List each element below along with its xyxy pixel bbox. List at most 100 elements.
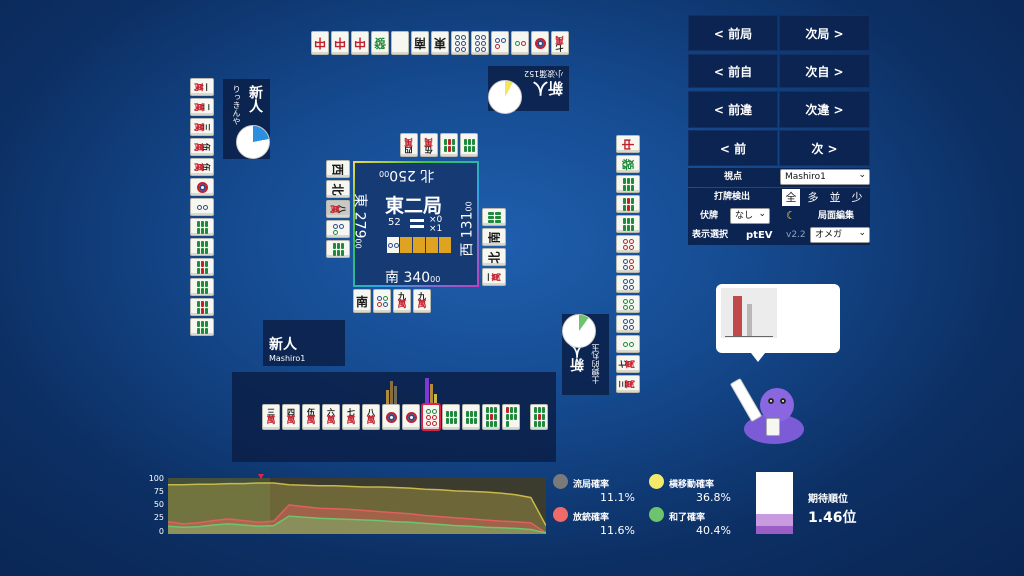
round-title: 東二局	[385, 195, 443, 217]
hand-tile-6man[interactable]: 六萬	[322, 404, 340, 430]
next-button[interactable]: 次 >	[779, 130, 870, 166]
hand-tile-5man[interactable]: 伍萬	[302, 404, 320, 430]
left-player-rank: 新人	[247, 85, 263, 113]
yticks: 100 75 50 25 0	[140, 474, 164, 538]
meld-tile: 四萬	[400, 133, 418, 157]
east-seat-score: 東 27900	[351, 193, 368, 249]
discard-tile	[511, 31, 529, 55]
next-own-button[interactable]: 次自 >	[779, 54, 870, 88]
meld-tile: 北	[482, 248, 506, 266]
right-player-discards: 中 發 七萬 三萬	[616, 135, 642, 397]
south-seat-score: 南 34000	[385, 270, 441, 286]
ryukyoku-label: 流局確率	[573, 480, 610, 490]
hand-tile-1pin[interactable]	[402, 404, 420, 430]
right-player-rank: 新人	[570, 344, 586, 372]
chart-series-area-2	[168, 516, 546, 534]
hand-tile-9sou[interactable]	[482, 404, 500, 430]
ryukyoku-dot	[553, 474, 568, 489]
top-meld: 四萬 伍萬	[400, 133, 480, 159]
left-player-name: りっきんや	[232, 85, 241, 125]
right-player-pie-icon	[562, 314, 596, 348]
right-meld: 南 北 一萬	[482, 208, 508, 288]
next-round-button[interactable]: 次局 >	[779, 15, 870, 51]
meld-tile	[326, 220, 350, 238]
viewpoint-row: 視点 Mashiro1	[688, 168, 870, 187]
agari-label: 和了確率	[669, 513, 706, 523]
hand-tile-6pin-selected[interactable]	[421, 403, 441, 431]
discard-mode-many[interactable]: 多	[807, 191, 819, 204]
discard-mode-normal[interactable]: 並	[829, 191, 841, 204]
prev-round-button[interactable]: < 前局	[688, 15, 778, 51]
display-value[interactable]: ptEV	[746, 230, 773, 241]
discard-mode-few[interactable]: 少	[851, 191, 863, 204]
discard-tile	[616, 335, 640, 353]
honba-stick-icon	[410, 225, 424, 228]
discard-mode-all[interactable]: 全	[782, 189, 800, 206]
advice-bubble	[716, 284, 840, 353]
next-diff-button[interactable]: 次違 >	[779, 91, 870, 128]
chart-position-marker[interactable]	[258, 474, 264, 479]
agari-dot	[649, 507, 664, 522]
meld-tile: 西	[326, 160, 350, 178]
discard-tile: 七萬	[616, 355, 640, 373]
discard-tile: 中	[311, 31, 329, 55]
meld-tile	[440, 133, 458, 157]
meld-tile: 南	[482, 228, 506, 246]
discard-tile	[616, 175, 640, 193]
moon-icon[interactable]: ☾	[786, 209, 796, 222]
discard-tile: 發	[371, 31, 389, 55]
discard-tile: 三萬	[616, 375, 640, 393]
meld-tile	[326, 240, 350, 258]
expected-rank-label: 期待順位	[808, 494, 848, 505]
discard-tile	[616, 255, 640, 273]
discard-tile	[616, 275, 640, 293]
expected-rank-value: 1.46位	[808, 510, 857, 526]
houju-label: 放銃確率	[573, 513, 610, 523]
hand-tile-drawn-9sou[interactable]	[530, 404, 548, 430]
hidden-select[interactable]: なし	[730, 207, 770, 224]
top-player-rank: 新人	[532, 79, 563, 97]
meld-tile	[373, 289, 391, 313]
hand-tile-6sou[interactable]	[442, 404, 460, 430]
hand-tile-8man[interactable]: 八萬	[362, 404, 380, 430]
discard-tile: 中	[351, 31, 369, 55]
yokoido-label: 横移動確率	[669, 480, 715, 490]
discard-tile	[190, 178, 214, 196]
discard-tile: 伍萬	[190, 158, 214, 176]
ev-bar	[390, 381, 393, 404]
dora-indicators	[387, 237, 451, 253]
discard-tile	[190, 298, 214, 316]
discard-tile: 中	[331, 31, 349, 55]
advice-bar-gray	[747, 304, 752, 336]
prev-own-button[interactable]: < 前自	[688, 54, 778, 88]
hand-tile-1pin[interactable]	[382, 404, 400, 430]
ytick-label: 25	[153, 513, 164, 522]
hand-tile-4man[interactable]: 四萬	[282, 404, 300, 430]
meld-tile: 八萬	[326, 200, 350, 218]
discard-tile	[491, 31, 509, 55]
viewpoint-select[interactable]: Mashiro1	[780, 168, 870, 185]
hand-tile-6sou[interactable]	[462, 404, 480, 430]
hand-tile-7man[interactable]: 七萬	[342, 404, 360, 430]
display-row: 表示選択 ptEV v2.2 オメガ	[688, 226, 870, 245]
discard-tile	[190, 238, 214, 256]
discard-tile: 發	[616, 155, 640, 173]
hand-tile-7sou[interactable]	[502, 404, 520, 430]
probability-chart[interactable]	[168, 478, 546, 534]
edit-position-button[interactable]: 局面編集	[818, 211, 855, 221]
left-meld: 西 北 八萬	[326, 160, 352, 264]
left-player-pie-icon	[236, 125, 270, 159]
riichi-stick-icon	[410, 219, 424, 222]
ev-bar	[430, 384, 433, 404]
discard-tile	[391, 31, 409, 55]
chart-series-line-1	[168, 504, 546, 534]
hand-tile-3man[interactable]: 三萬	[262, 404, 280, 430]
discard-tile	[471, 31, 489, 55]
ev-bar	[425, 378, 429, 404]
self-player-rank: 新人	[269, 337, 297, 353]
prev-diff-button[interactable]: < 前違	[688, 91, 778, 128]
discard-detect-row: 打牌検出 全 多 並 少	[688, 188, 870, 207]
model-select[interactable]: オメガ	[810, 226, 870, 243]
viewpoint-label: 視点	[724, 172, 743, 182]
prev-button[interactable]: < 前	[688, 130, 778, 166]
